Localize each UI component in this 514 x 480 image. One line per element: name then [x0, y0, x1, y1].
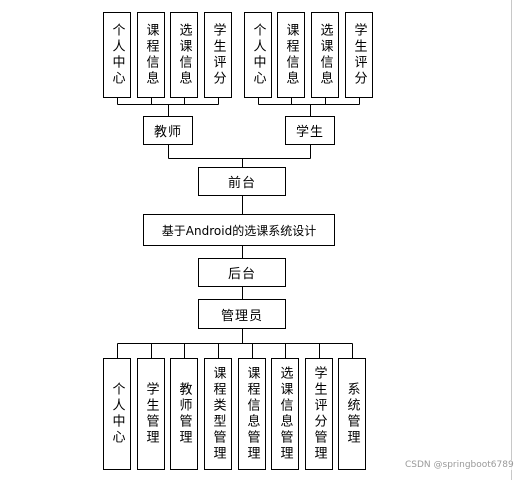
frontend-box: 前台	[198, 167, 286, 196]
admin-module-label: 个人中心	[109, 382, 125, 446]
admin-box: 管理员	[198, 299, 286, 329]
teacher-module-box: 课程信息	[137, 12, 165, 98]
student-module-label: 课程信息	[283, 23, 299, 87]
right-edge-divider	[511, 0, 512, 480]
frontend-label: 前台	[227, 176, 256, 191]
teacher-module-label: 选课信息	[176, 23, 192, 87]
admin-module-box: 学生评分管理	[305, 358, 333, 470]
teacher-module-box: 选课信息	[170, 12, 198, 98]
teacher-role-label: 教师	[153, 125, 182, 140]
student-module-box: 选课信息	[311, 12, 339, 98]
admin-module-box: 学生管理	[137, 358, 165, 470]
student-module-label: 学生评分	[351, 23, 367, 87]
watermark: CSDN @springboot6789	[404, 460, 514, 470]
teacher-role-box: 教师	[143, 116, 193, 145]
admin-module-box: 系统管理	[338, 358, 366, 470]
teacher-module-label: 学生评分	[210, 23, 226, 87]
admin-module-label: 选课信息管理	[277, 366, 293, 462]
teacher-module-box: 个人中心	[103, 12, 131, 98]
backend-box: 后台	[198, 258, 286, 287]
student-module-label: 个人中心	[250, 23, 266, 87]
student-module-label: 选课信息	[317, 23, 333, 87]
admin-module-label: 课程类型管理	[210, 366, 226, 462]
admin-module-box: 课程信息管理	[238, 358, 266, 470]
student-module-box: 学生评分	[345, 12, 373, 98]
backend-label: 后台	[227, 267, 256, 282]
teacher-module-label: 个人中心	[109, 23, 125, 87]
admin-module-label: 教师管理	[176, 382, 192, 446]
teacher-module-label: 课程信息	[143, 23, 159, 87]
student-module-box: 课程信息	[277, 12, 305, 98]
admin-module-box: 个人中心	[103, 358, 131, 470]
teacher-module-box: 学生评分	[204, 12, 232, 98]
admin-module-box: 课程类型管理	[204, 358, 232, 470]
system-title-box: 基于Android的选课系统设计	[143, 214, 335, 246]
admin-module-box: 教师管理	[170, 358, 198, 470]
admin-module-label: 课程信息管理	[244, 366, 260, 462]
admin-module-label: 学生评分管理	[311, 366, 327, 462]
student-role-box: 学生	[285, 116, 335, 145]
admin-module-label: 系统管理	[344, 382, 360, 446]
admin-module-box: 选课信息管理	[271, 358, 299, 470]
system-title: 基于Android的选课系统设计	[161, 223, 317, 238]
student-module-box: 个人中心	[244, 12, 272, 98]
admin-module-label: 学生管理	[143, 382, 159, 446]
student-role-label: 学生	[295, 125, 324, 140]
admin-label: 管理员	[220, 308, 263, 324]
